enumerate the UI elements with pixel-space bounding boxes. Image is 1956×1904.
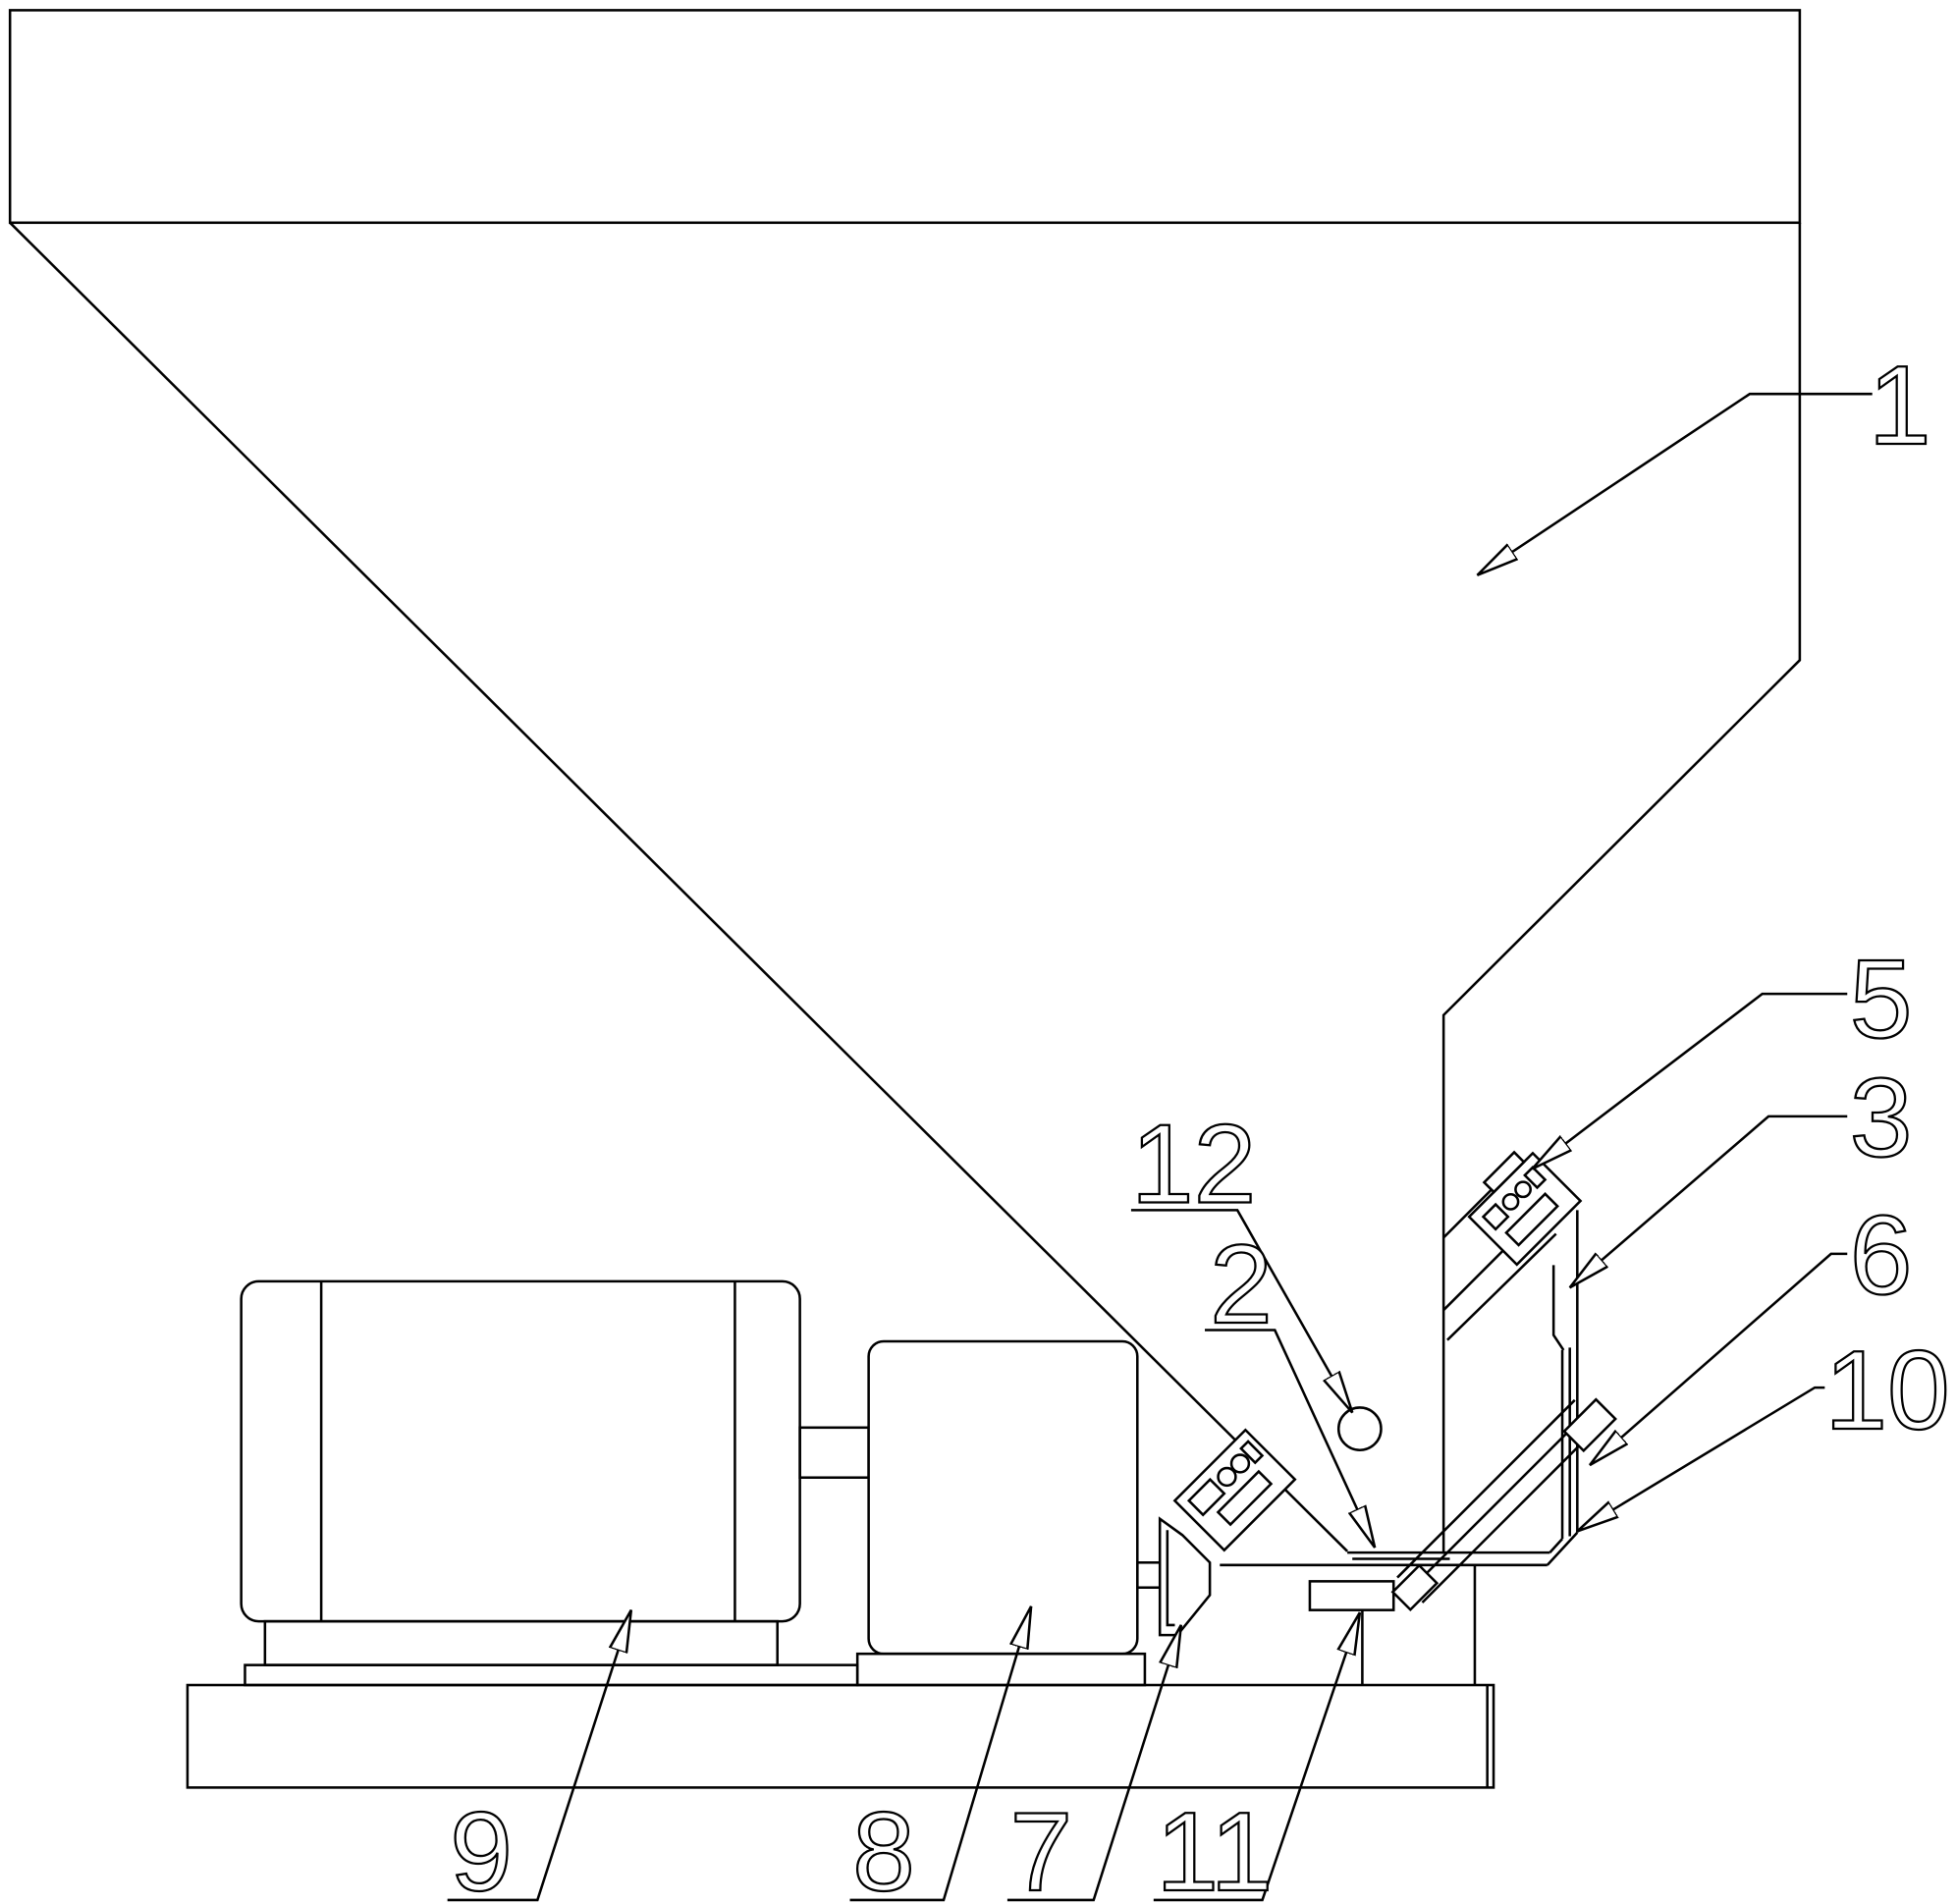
collector-block bbox=[1308, 1580, 1395, 1611]
right-bearing-housing bbox=[1467, 1150, 1583, 1267]
arm-edge-1 bbox=[1396, 1398, 1576, 1579]
base-plate bbox=[186, 1683, 1495, 1789]
arm-edge-3 bbox=[1421, 1429, 1597, 1604]
right-bearing-ball-2 bbox=[1514, 1180, 1532, 1199]
base-platform bbox=[186, 1683, 1495, 1789]
leader-7 bbox=[1006, 1625, 1181, 1902]
leader-1 bbox=[1478, 392, 1873, 575]
leader-8 bbox=[849, 1606, 1032, 1902]
rotary-arm bbox=[1390, 1397, 1617, 1612]
motor-mount-plate bbox=[244, 1663, 859, 1687]
callout-label-12: 12 bbox=[1131, 1102, 1256, 1227]
motor-output-shaft bbox=[798, 1426, 870, 1480]
callout-label-3: 3 bbox=[1850, 1056, 1913, 1181]
callout-label-8: 8 bbox=[852, 1789, 915, 1904]
left-bearing-ball-2 bbox=[1229, 1453, 1251, 1474]
hopper-left-wall bbox=[9, 221, 1349, 1552]
discharge-plate bbox=[1220, 1531, 1579, 1567]
right-bracket bbox=[1442, 1180, 1557, 1341]
left-housing-shaft-seat bbox=[1216, 1469, 1274, 1527]
leader-10 bbox=[1577, 1386, 1825, 1531]
hopper bbox=[8, 9, 1802, 1554]
arm-bottom-block bbox=[1390, 1563, 1440, 1612]
callout-labels: 1 2 3 5 6 7 8 9 10 11 12 bbox=[449, 342, 1951, 1904]
gearbox-mount-plate bbox=[855, 1652, 1147, 1687]
left-housing-seal bbox=[1186, 1477, 1226, 1517]
plate-supports bbox=[1308, 1564, 1477, 1686]
right-housing-seal bbox=[1481, 1202, 1510, 1231]
side-plate-notch bbox=[1551, 1265, 1565, 1351]
right-housing-cover bbox=[1482, 1150, 1526, 1194]
leader-3 bbox=[1570, 1115, 1848, 1287]
callout-label-1: 1 bbox=[1869, 343, 1931, 468]
right-bracket-upper bbox=[1442, 1180, 1501, 1239]
gearbox bbox=[855, 1339, 1165, 1687]
callout-label-10: 10 bbox=[1824, 1328, 1949, 1453]
leader-9 bbox=[447, 1610, 631, 1902]
arm-edge-2 bbox=[1408, 1414, 1586, 1592]
left-housing-cap bbox=[1239, 1440, 1265, 1465]
leader-6 bbox=[1590, 1252, 1848, 1465]
callout-label-9: 9 bbox=[450, 1789, 513, 1904]
plate-right-bend-outer bbox=[1546, 1531, 1579, 1566]
motor bbox=[240, 1279, 870, 1687]
right-bearing-ball-1 bbox=[1501, 1192, 1520, 1211]
right-housing-shaft-seat bbox=[1504, 1191, 1559, 1247]
callout-label-6: 6 bbox=[1850, 1193, 1913, 1319]
sensor-circle bbox=[1336, 1406, 1383, 1452]
leader-lines bbox=[447, 392, 1873, 1902]
right-side-plate bbox=[1551, 1210, 1579, 1540]
right-bracket-middle bbox=[1442, 1246, 1507, 1312]
right-housing-cap bbox=[1523, 1165, 1548, 1190]
right-bracket-lower bbox=[1446, 1232, 1557, 1341]
left-bearing-housing bbox=[1172, 1428, 1297, 1552]
callout-label-7: 7 bbox=[1009, 1789, 1072, 1904]
hopper-right-wall bbox=[1441, 222, 1802, 1554]
arm-top-block bbox=[1562, 1397, 1617, 1453]
arm-top-block-body bbox=[1562, 1397, 1617, 1453]
motor-foot bbox=[263, 1619, 779, 1666]
gearbox-body bbox=[867, 1339, 1139, 1656]
leader-5 bbox=[1533, 992, 1848, 1169]
plate-right-bend-inner bbox=[1548, 1538, 1563, 1553]
left-bracket bbox=[1158, 1516, 1212, 1637]
callout-label-2: 2 bbox=[1210, 1222, 1273, 1347]
right-housing-body bbox=[1467, 1151, 1583, 1267]
leader-12 bbox=[1130, 1209, 1352, 1412]
leader-2 bbox=[1205, 1329, 1375, 1548]
arm-bottom-block-body bbox=[1390, 1563, 1440, 1612]
callout-label-5: 5 bbox=[1850, 937, 1913, 1062]
hopper-top-section bbox=[8, 9, 1802, 225]
left-housing-body bbox=[1172, 1428, 1297, 1552]
callout-label-11: 11 bbox=[1156, 1789, 1273, 1904]
motor-body bbox=[240, 1279, 801, 1623]
leader-11 bbox=[1153, 1612, 1360, 1902]
